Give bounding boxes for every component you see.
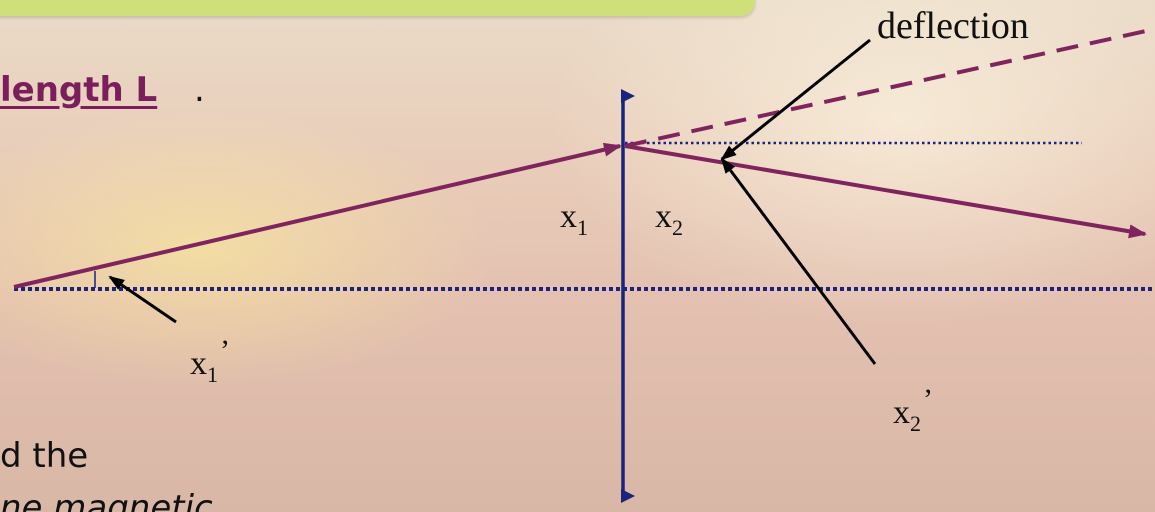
heading-fragment: length L [0,70,158,110]
outgoing-ray [624,144,1147,239]
x1-label: x1 [560,198,588,240]
deflection-label: deflection [877,5,1029,47]
body-text-line-1: d the [0,436,89,476]
title-bar [0,0,755,16]
pointer-x2-prime [720,157,877,365]
x2-prime-label: x2’ [893,383,933,436]
heading-period: . [194,70,205,110]
pointer-x1-prime [108,275,177,324]
x1-prime-label: x1’ [190,334,230,387]
incoming-ray [13,142,622,289]
pointer-deflection [720,38,871,161]
x2-label: x2 [655,198,683,240]
body-text-line-2: ne magnetic [0,488,213,512]
undeflected-ray [624,27,1155,148]
